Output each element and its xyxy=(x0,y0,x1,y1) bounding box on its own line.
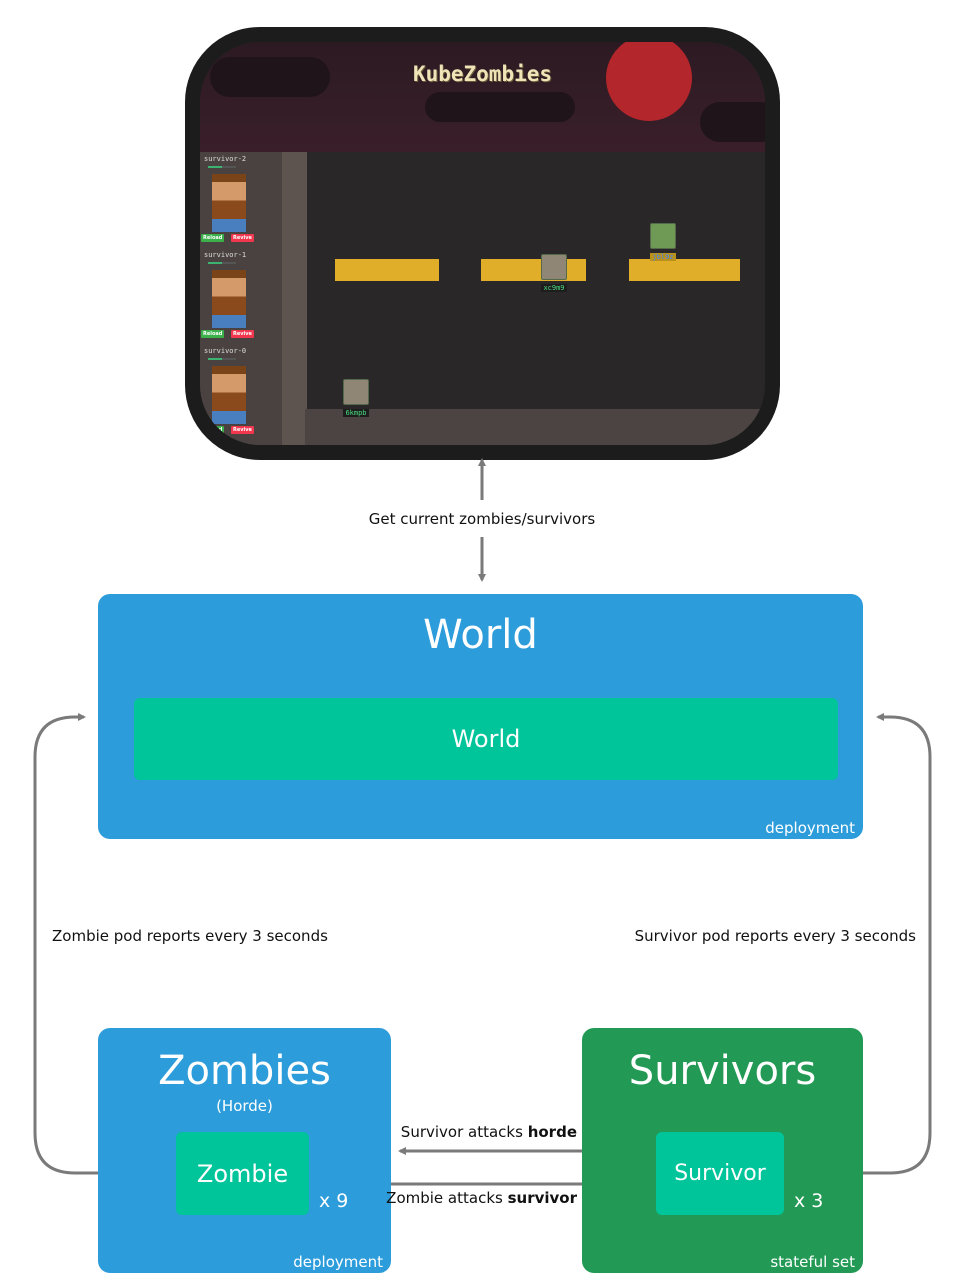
survivor-pod: Survivor xyxy=(656,1132,784,1215)
world-pod: World xyxy=(134,698,838,780)
reload-button[interactable]: Reload xyxy=(201,234,225,242)
platform xyxy=(335,259,439,281)
cloud xyxy=(210,57,330,97)
world-title: World xyxy=(423,612,538,658)
survivor-sprite xyxy=(212,366,246,424)
deployment-label: deployment xyxy=(765,819,855,837)
zombie-sprite: 6kmpb xyxy=(343,379,369,419)
zombie-count: x 9 xyxy=(319,1190,349,1212)
revive-button[interactable]: Revive xyxy=(231,330,254,338)
reload-button[interactable]: Reload xyxy=(201,330,225,338)
game-screenshot: KubeZombies survivor-2 Reload Revive sur… xyxy=(185,27,780,460)
reload-button[interactable]: Reload xyxy=(201,426,225,434)
game-title: KubeZombies xyxy=(412,62,553,86)
cloud xyxy=(700,102,765,142)
survivor-name: survivor-0 xyxy=(204,347,247,355)
survivor-name: survivor-2 xyxy=(204,155,247,163)
survivor-count: x 3 xyxy=(794,1190,824,1212)
cloud xyxy=(425,92,575,122)
statefulset-label: stateful set xyxy=(770,1253,855,1271)
revive-button[interactable]: Revive xyxy=(231,426,254,434)
survivor-sprite xyxy=(212,174,246,232)
zombies-title: Zombies xyxy=(158,1048,331,1094)
zombie-pod: Zombie xyxy=(176,1132,309,1215)
survivors-title: Survivors xyxy=(628,1048,817,1094)
survivors-statefulset: Survivors Survivor x 3 stateful set xyxy=(582,1028,863,1273)
zombie-report-arrow xyxy=(33,713,170,1175)
zombie-sprite: xc9m9 xyxy=(541,254,567,294)
world-deployment: World World deployment xyxy=(98,594,863,839)
floor xyxy=(305,409,765,445)
zombies-deployment: Zombies (Horde) Zombie x 9 deployment xyxy=(98,1028,391,1273)
zombie-report-label: Zombie pod reports every 3 seconds xyxy=(52,927,328,945)
survivor-report-arrow xyxy=(790,713,932,1175)
revive-button[interactable]: Revive xyxy=(231,234,254,242)
survivor-sprite xyxy=(212,270,246,328)
panel-column xyxy=(282,152,307,445)
survivor-name: survivor-1 xyxy=(204,251,247,259)
survivor-attack-label: Survivor attacks horde xyxy=(400,1123,577,1141)
survivor-list: survivor-2 Reload Revive survivor-1 Relo… xyxy=(200,152,305,445)
moon xyxy=(606,42,692,121)
zombies-subtitle: (Horde) xyxy=(216,1097,273,1115)
zombie-attack-label: Zombie attacks survivor xyxy=(386,1189,577,1207)
zombie-sprite: jbl9z xyxy=(650,223,676,263)
deployment-label: deployment xyxy=(293,1253,383,1271)
platform xyxy=(629,259,740,281)
survivor-report-label: Survivor pod reports every 3 seconds xyxy=(634,927,916,945)
get-state-label: Get current zombies/survivors xyxy=(300,510,664,528)
